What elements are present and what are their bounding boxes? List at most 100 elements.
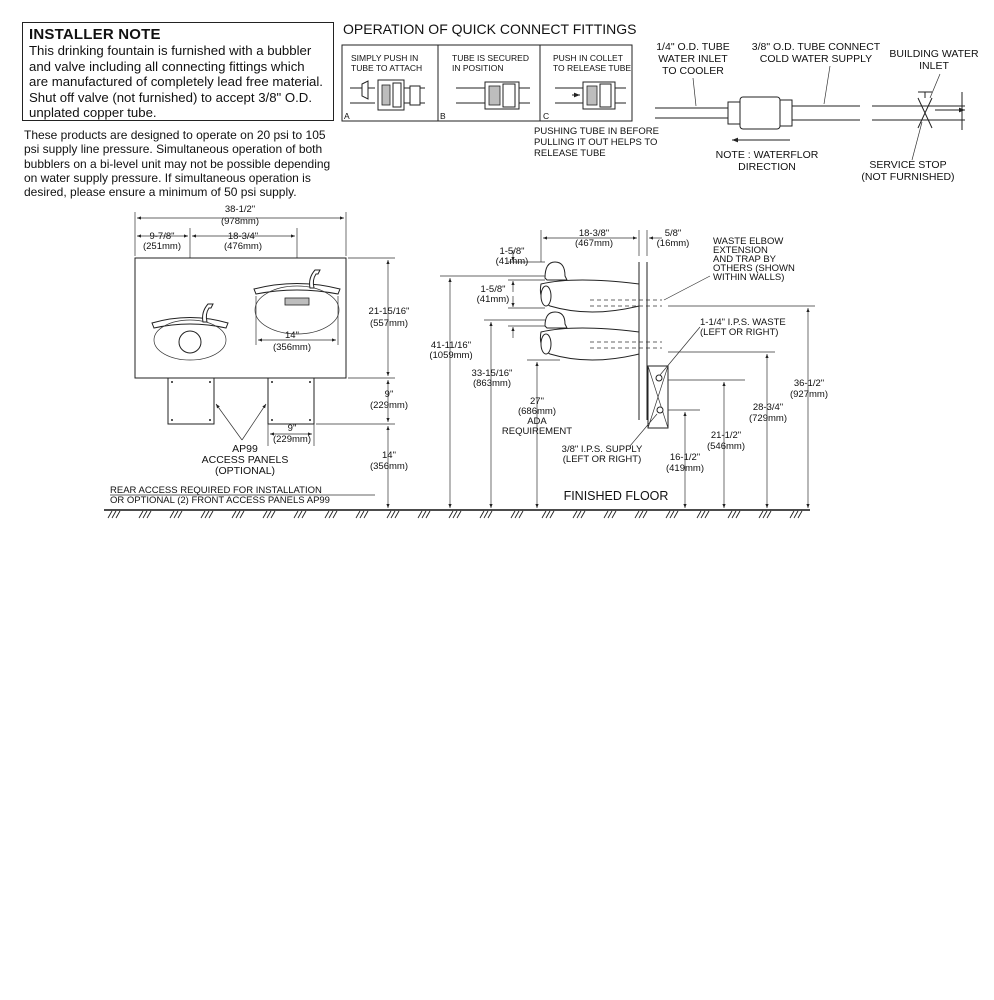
pressure-note-line: These products are designed to operate o… <box>24 128 326 142</box>
floor-hatch <box>138 510 144 519</box>
floor-hatch <box>332 510 338 519</box>
waste-label: (LEFT OR RIGHT) <box>700 327 778 338</box>
access-panels-label: AP99 <box>232 443 258 455</box>
floor-hatch <box>425 510 431 519</box>
dim-panel-height: (356mm) <box>370 461 408 472</box>
floor-hatch <box>452 510 458 519</box>
bubbler-icon <box>544 261 568 281</box>
floor-hatch <box>642 510 648 519</box>
side-view: 18-3/8" (467mm) 5/8" (16mm) WASTE ELBOW … <box>429 228 828 508</box>
dim-supply-low-height: (419mm) <box>666 463 704 474</box>
floor-hatch <box>797 510 803 519</box>
dim-basin-width: (356mm) <box>273 342 311 353</box>
floor-hatch <box>518 510 524 519</box>
dim-panel-width: (229mm) <box>273 434 311 445</box>
supply-connection-section: 1/4" O.D. TUBE WATER INLET TO COOLER 3/8… <box>655 41 979 183</box>
dim-ada: ADA <box>527 416 547 427</box>
floor-hatch <box>704 510 710 519</box>
panel-b-text: TUBE IS SECURED <box>452 53 529 63</box>
floor-hatch <box>173 510 179 519</box>
service-stop-label: SERVICE STOP <box>869 159 946 171</box>
floor-hatch <box>700 510 706 519</box>
access-panels-label: ACCESS PANELS <box>202 454 289 466</box>
floor-hatch <box>208 510 214 519</box>
dim-supply-low-height: 16-1/2" <box>670 452 700 463</box>
quick-connect-section: OPERATION OF QUICK CONNECT FITTINGS SIMP… <box>341 21 659 159</box>
installer-note-box: INSTALLER NOTE This drinking fountain is… <box>22 22 334 121</box>
dim-overall-width: 38-1/2" <box>225 204 255 215</box>
panel-a-letter: A <box>344 111 350 121</box>
rear-access-note: REAR ACCESS REQUIRED FOR INSTALLATION <box>110 485 322 496</box>
inlet-label: 1/4" O.D. TUBE <box>656 41 730 53</box>
pushing-note-line: PULLING IT OUT HELPS TO <box>534 137 657 148</box>
dim-height: (557mm) <box>370 318 408 329</box>
dim-bubbler-spacing: 18-3/4" <box>228 231 258 242</box>
dim-top-gap-1: 1-5/8" <box>499 246 524 257</box>
access-panel-left <box>167 377 215 425</box>
access-panel-right <box>267 377 315 425</box>
waste-elbow-note: WASTE ELBOW <box>713 236 783 247</box>
floor-hatch <box>731 510 737 519</box>
floor-hatch <box>111 510 117 519</box>
dim-ada: (686mm) <box>518 406 556 417</box>
dim-bubbler-spacing: (476mm) <box>224 241 262 252</box>
direction-note: NOTE : WATERFLOR <box>716 149 819 161</box>
floor-hatch <box>766 510 772 519</box>
floor-hatch <box>355 510 361 519</box>
floor-hatch <box>514 510 520 519</box>
waste-label: 1-1/4" I.P.S. WASTE <box>700 317 786 328</box>
floor-hatch <box>541 510 547 519</box>
pressure-note: These products are designed to operate o… <box>24 128 344 199</box>
floor-hatch <box>580 510 586 519</box>
floor-hatch <box>266 510 272 519</box>
dim-lower-height: (863mm) <box>473 378 511 389</box>
service-stop-label: (NOT FURNISHED) <box>861 171 954 183</box>
dim-left-offset: (251mm) <box>143 241 181 252</box>
floor-hatch <box>177 510 183 519</box>
dim-lower-height: 33-15/16" <box>472 368 513 379</box>
direction-note: DIRECTION <box>738 161 796 173</box>
dim-ada: 27" <box>530 396 544 407</box>
dim-panel-width: 9" <box>288 423 297 434</box>
dim-upper-waste-height: (729mm) <box>749 413 787 424</box>
installer-note-line: Shut off valve (not furnished) to accept… <box>29 89 312 105</box>
dim-panel-gap: (229mm) <box>370 400 408 411</box>
floor-hatch <box>204 510 210 519</box>
panel-c-text: TO RELEASE TUBE <box>553 63 631 73</box>
pushing-note-line: RELEASE TUBE <box>534 148 606 159</box>
bubbler-icon <box>544 311 568 329</box>
floor-hatch <box>603 510 609 519</box>
floor-hatch <box>107 510 113 519</box>
floor-hatch <box>421 510 427 519</box>
supply-ips-label: (LEFT OR RIGHT) <box>563 454 641 465</box>
floor-hatch <box>231 510 237 519</box>
floor-hatch <box>448 510 454 519</box>
installer-note-title: INSTALLER NOTE <box>29 26 161 43</box>
dim-depth: (467mm) <box>575 238 613 249</box>
floor-hatch <box>146 510 152 519</box>
floor-hatch <box>634 510 640 519</box>
dim-panel-height: 14" <box>382 450 396 461</box>
waste-elbow-note: EXTENSION <box>713 245 768 256</box>
floor-hatch <box>487 510 493 519</box>
floor-hatch <box>456 510 462 519</box>
dim-basin-width: 14" <box>285 330 299 341</box>
floor-hatch <box>142 510 148 519</box>
floor-hatch <box>665 510 671 519</box>
connect-label: COLD WATER SUPPLY <box>760 53 872 65</box>
dim-wall-offset: (16mm) <box>657 238 690 249</box>
floor-hatch <box>417 510 423 519</box>
inlet-label: TO COOLER <box>662 65 724 77</box>
dim-waste-height: 36-1/2" <box>794 378 824 389</box>
dim-overall-width: (978mm) <box>221 216 259 227</box>
dim-waste-height: (927mm) <box>790 389 828 400</box>
floor-hatch <box>297 510 303 519</box>
dim-overall-height: 41-11/16" <box>431 340 471 351</box>
quick-connect-panel-a: SIMPLY PUSH IN TUBE TO ATTACH A <box>344 53 425 121</box>
building-label: BUILDING WATER <box>889 48 979 60</box>
floor-hatch <box>510 510 516 519</box>
quick-connect-title: OPERATION OF QUICK CONNECT FITTINGS <box>343 21 637 37</box>
floor-hatch <box>483 510 489 519</box>
floor-line <box>104 509 810 519</box>
dim-top-gap-1: (41mm) <box>496 256 529 267</box>
